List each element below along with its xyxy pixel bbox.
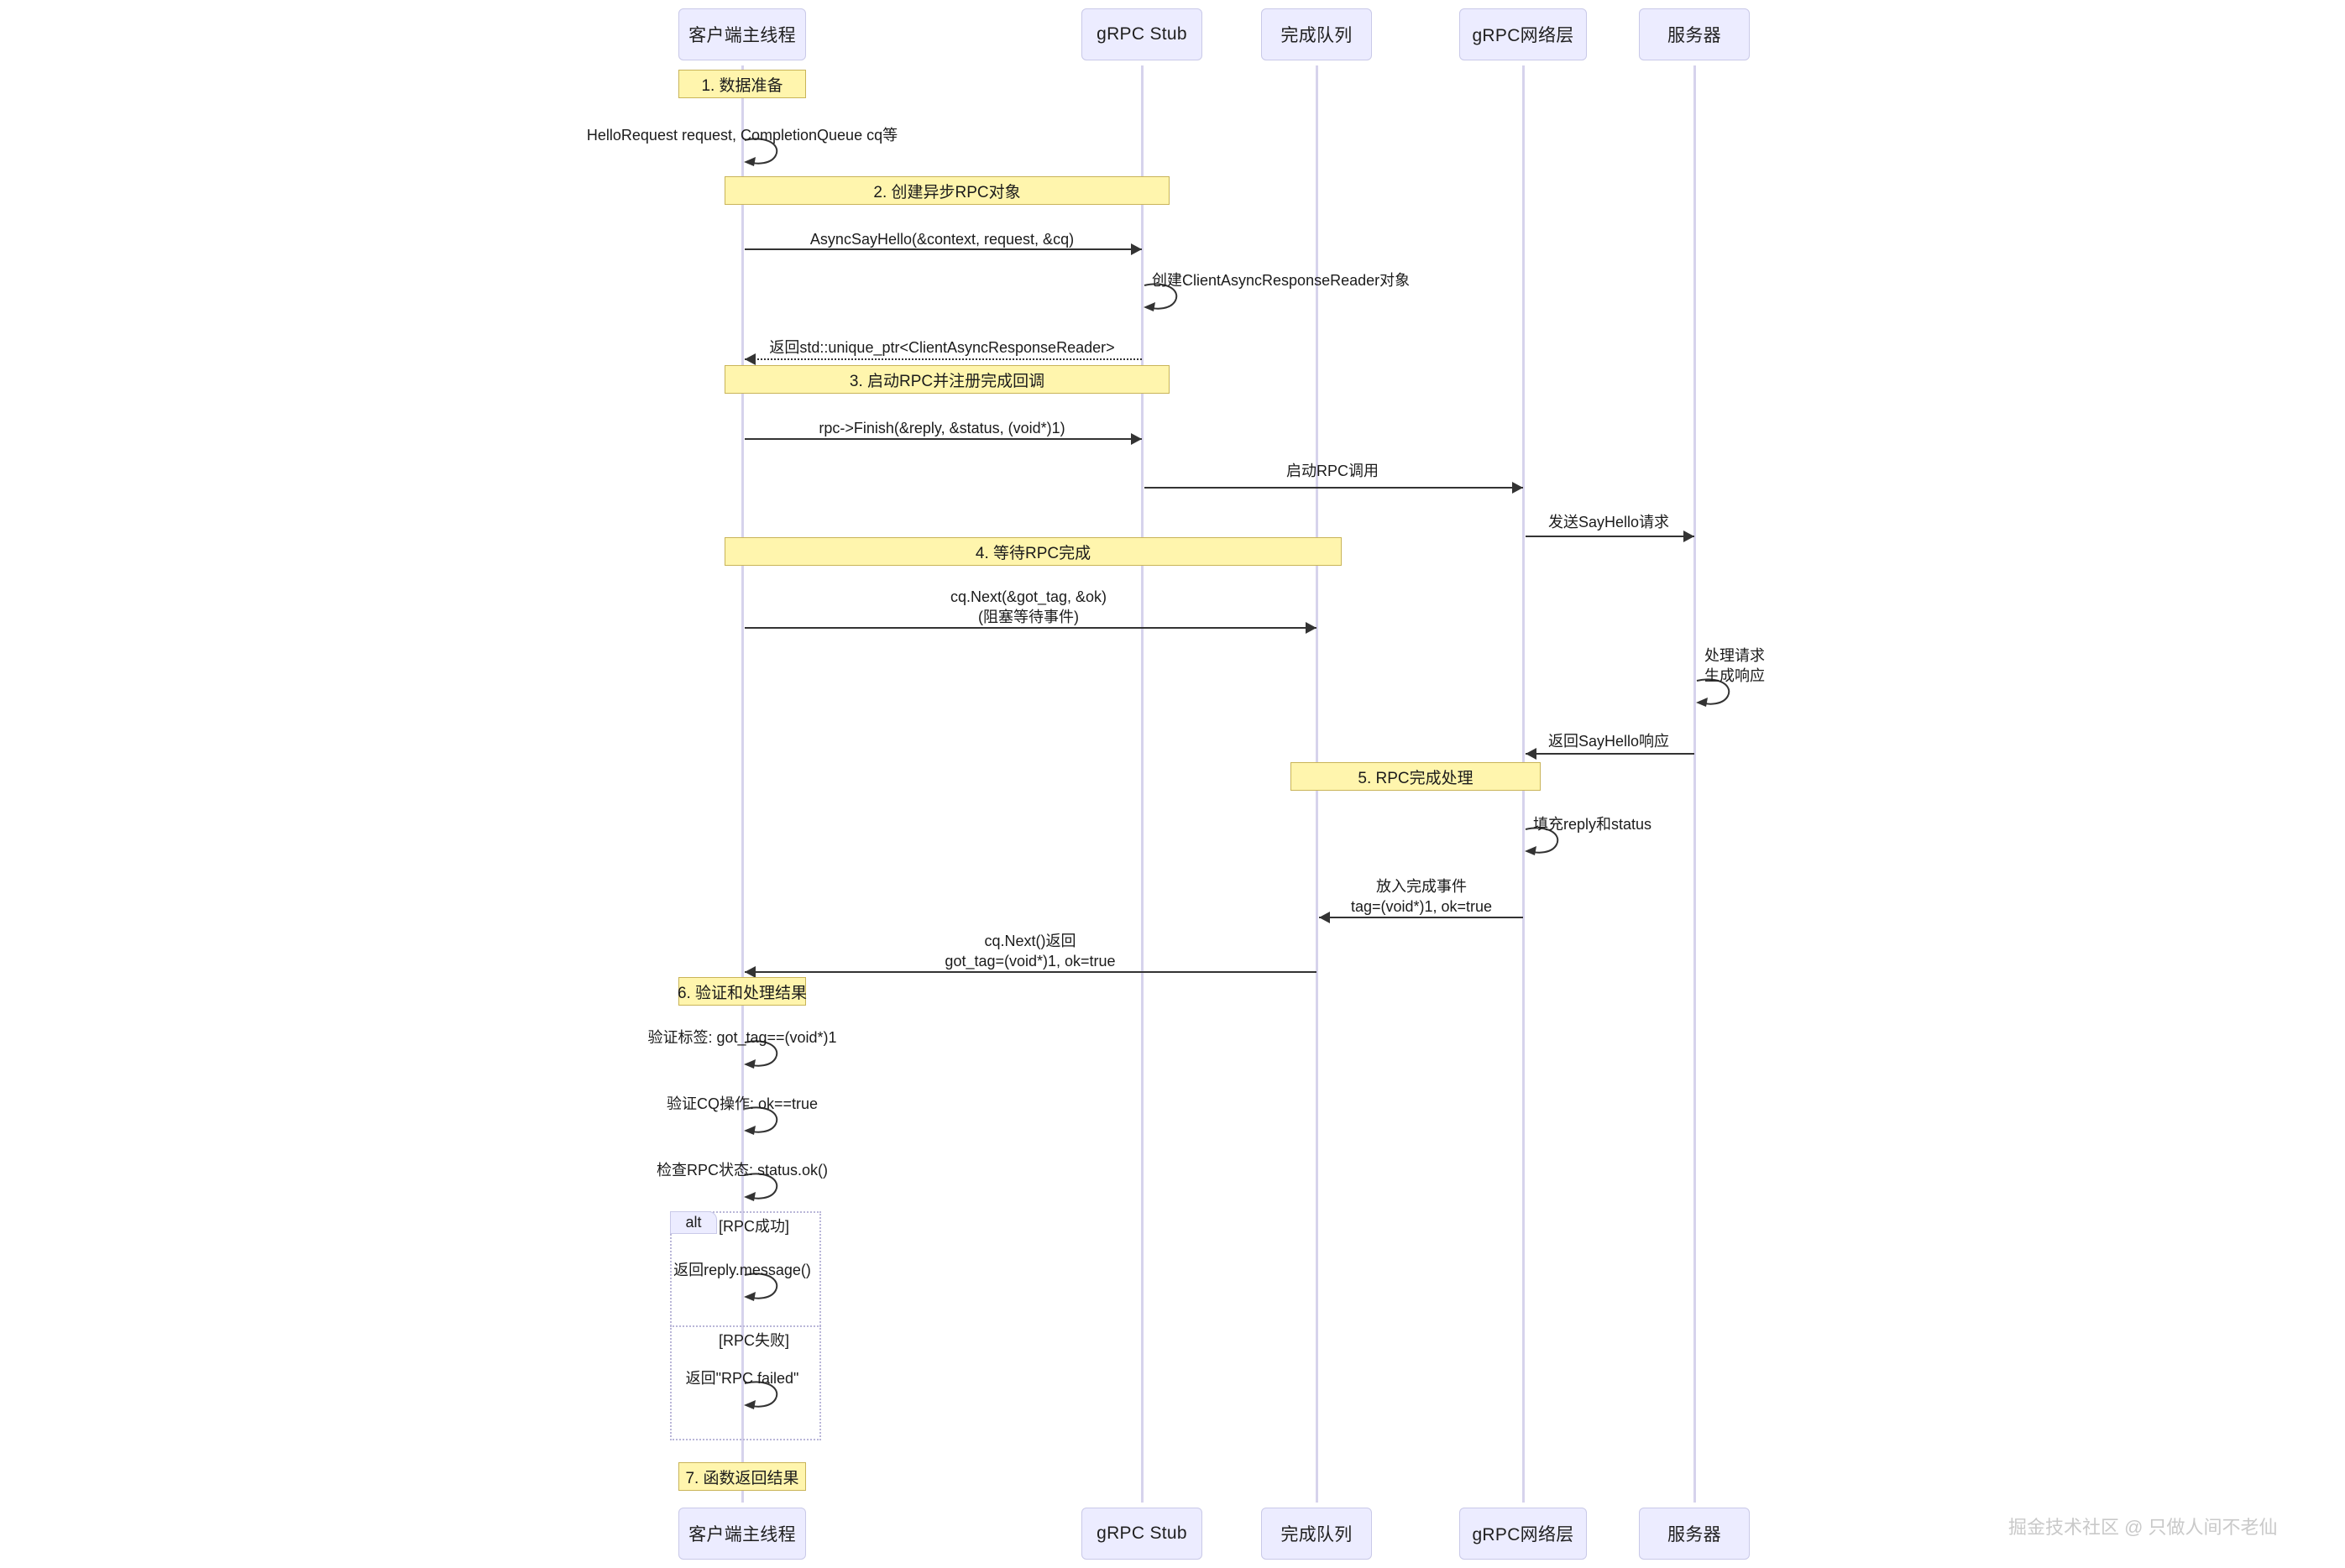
participant-footer-client[interactable]: 客户端主线程 bbox=[678, 1508, 806, 1560]
arrow-head-m4 bbox=[745, 353, 756, 365]
message-label-m4: 返回std::unique_ptr<ClientAsyncResponseRea… bbox=[769, 339, 1115, 356]
lifeline-stub bbox=[1141, 65, 1144, 1503]
message-label-m7: 发送SayHello请求 bbox=[1547, 514, 1670, 531]
self-call-loop-m14 bbox=[744, 1040, 778, 1069]
participant-footer-server[interactable]: 服务器 bbox=[1639, 1508, 1750, 1560]
participant-header-stub[interactable]: gRPC Stub bbox=[1081, 8, 1202, 60]
note-n6: 6. 验证和处理结果 bbox=[677, 977, 808, 1006]
message-label-m2: AsyncSayHello(&context, request, &cq) bbox=[809, 231, 1075, 248]
note-label: 2. 创建异步RPC对象 bbox=[873, 183, 1021, 201]
message-line-m13 bbox=[745, 971, 1316, 973]
self-call-loop-m1 bbox=[744, 138, 778, 166]
participant-footer-cq[interactable]: 完成队列 bbox=[1261, 1508, 1372, 1560]
participant-label: 完成队列 bbox=[1280, 26, 1353, 45]
alt-condition-branch-success: [RPC成功] bbox=[718, 1218, 790, 1235]
message-label-m13: cq.Next()返回 got_tag=(void*)1, ok=true bbox=[945, 933, 1116, 970]
message-label-m17: 返回reply.message() bbox=[673, 1262, 811, 1278]
participant-footer-net[interactable]: gRPC网络层 bbox=[1459, 1508, 1587, 1560]
arrow-head-m13 bbox=[745, 966, 756, 978]
message-line-m6 bbox=[1144, 487, 1523, 489]
arrow-head-m5 bbox=[1131, 433, 1142, 445]
note-label: 3. 启动RPC并注册完成回调 bbox=[849, 372, 1045, 390]
message-label-m5: rpc->Finish(&reply, &status, (void*)1) bbox=[819, 420, 1065, 436]
participant-label: 客户端主线程 bbox=[688, 26, 796, 45]
message-label-m12: 放入完成事件 tag=(void*)1, ok=true bbox=[1350, 878, 1493, 915]
message-label-m9: 处理请求 生成响应 bbox=[1704, 647, 1765, 684]
arrow-head-m12 bbox=[1319, 912, 1330, 923]
message-line-m7 bbox=[1526, 536, 1694, 537]
self-call-loop-m15 bbox=[744, 1106, 778, 1135]
note-n3: 3. 启动RPC并注册完成回调 bbox=[725, 365, 1170, 394]
self-call-loop-m17 bbox=[744, 1273, 778, 1301]
participant-label: gRPC网络层 bbox=[1472, 26, 1574, 45]
alt-fragment-tab-label: alt bbox=[685, 1214, 702, 1231]
note-label: 5. RPC完成处理 bbox=[1358, 769, 1473, 787]
note-n4: 4. 等待RPC完成 bbox=[725, 537, 1342, 566]
message-label-m6: 启动RPC调用 bbox=[1285, 463, 1379, 479]
message-label-m3: 创建ClientAsyncResponseReader对象 bbox=[1152, 272, 1411, 289]
message-line-m2 bbox=[745, 248, 1142, 250]
note-n5: 5. RPC完成处理 bbox=[1290, 762, 1541, 791]
message-label-m18: 返回"RPC failed" bbox=[685, 1370, 799, 1387]
arrow-head-m7 bbox=[1683, 531, 1694, 542]
note-label: 4. 等待RPC完成 bbox=[975, 544, 1091, 562]
self-call-loop-m16 bbox=[744, 1173, 778, 1201]
note-label: 1. 数据准备 bbox=[701, 76, 783, 95]
participant-label: 服务器 bbox=[1667, 1525, 1721, 1544]
watermark: 掘金技术社区 @ 只做人间不老仙 bbox=[2008, 1517, 2278, 1538]
arrow-head-m6 bbox=[1512, 482, 1523, 494]
message-line-m4 bbox=[745, 358, 1142, 360]
self-call-loop-m11 bbox=[1525, 827, 1559, 855]
arrow-head-m10 bbox=[1526, 748, 1536, 760]
participant-label: gRPC Stub bbox=[1097, 1524, 1187, 1543]
self-call-loop-m3 bbox=[1144, 283, 1178, 311]
message-line-m10 bbox=[1526, 753, 1694, 755]
participant-footer-stub[interactable]: gRPC Stub bbox=[1081, 1508, 1202, 1560]
self-call-loop-m9 bbox=[1696, 678, 1730, 707]
message-label-m10: 返回SayHello响应 bbox=[1547, 733, 1670, 750]
self-call-loop-m18 bbox=[744, 1381, 778, 1409]
message-label-m14: 验证标签: got_tag==(void*)1 bbox=[647, 1029, 837, 1046]
alt-fragment-tab: alt bbox=[670, 1211, 717, 1234]
participant-header-client[interactable]: 客户端主线程 bbox=[678, 8, 806, 60]
lifeline-server bbox=[1693, 65, 1696, 1503]
arrow-head-m8 bbox=[1306, 622, 1316, 634]
note-label: 7. 函数返回结果 bbox=[685, 1469, 799, 1487]
note-n1: 1. 数据准备 bbox=[678, 70, 806, 98]
message-label-m16: 检查RPC状态: status.ok() bbox=[656, 1162, 829, 1179]
alt-fragment-divider bbox=[670, 1325, 821, 1327]
message-line-m5 bbox=[745, 438, 1142, 440]
message-label-m15: 验证CQ操作: ok==true bbox=[666, 1095, 819, 1112]
participant-label: gRPC网络层 bbox=[1472, 1525, 1574, 1544]
participant-label: gRPC Stub bbox=[1097, 24, 1187, 44]
message-line-m8 bbox=[745, 627, 1316, 629]
message-label-m1: HelloRequest request, CompletionQueue cq… bbox=[586, 127, 898, 144]
alt-condition-branch-failure: [RPC失败] bbox=[718, 1332, 790, 1349]
lifeline-client bbox=[741, 65, 744, 1503]
note-label: 6. 验证和处理结果 bbox=[677, 984, 808, 1002]
participant-header-cq[interactable]: 完成队列 bbox=[1261, 8, 1372, 60]
arrow-head-m2 bbox=[1131, 243, 1142, 255]
message-label-m11: 填充reply和status bbox=[1533, 816, 1652, 833]
participant-header-server[interactable]: 服务器 bbox=[1639, 8, 1750, 60]
message-line-m12 bbox=[1319, 917, 1523, 918]
participant-label: 客户端主线程 bbox=[688, 1525, 796, 1544]
note-n7: 7. 函数返回结果 bbox=[678, 1462, 806, 1491]
participant-header-net[interactable]: gRPC网络层 bbox=[1459, 8, 1587, 60]
participant-label: 完成队列 bbox=[1280, 1525, 1353, 1544]
note-n2: 2. 创建异步RPC对象 bbox=[725, 176, 1170, 205]
participant-label: 服务器 bbox=[1667, 26, 1721, 45]
message-label-m8: cq.Next(&got_tag, &ok) (阻塞等待事件) bbox=[950, 588, 1107, 625]
